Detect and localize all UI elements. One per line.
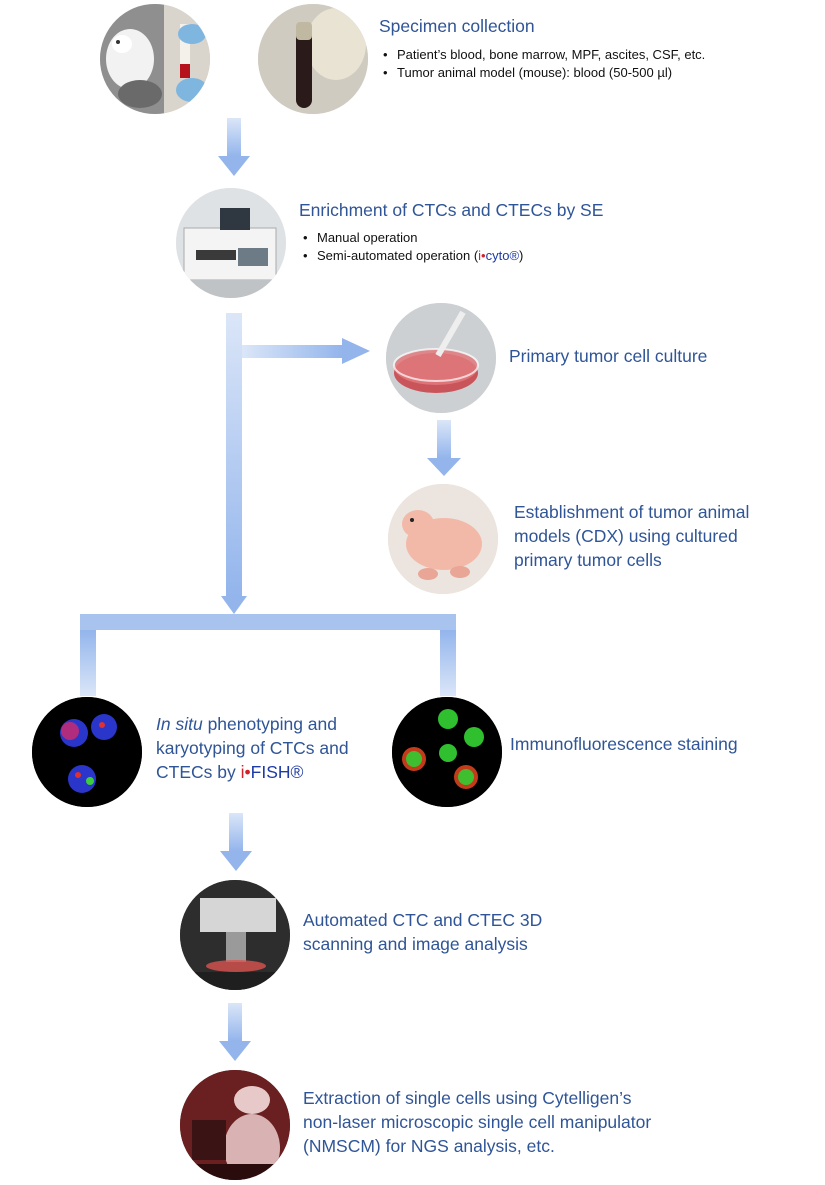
if-title: Immunofluorescence staining xyxy=(510,734,738,754)
specimen-bullets: Patient’s blood, bone marrow, MPF, ascit… xyxy=(381,46,705,82)
arrow-culture-to-cdx xyxy=(427,420,461,476)
semi-prefix: Semi-automated operation ( xyxy=(317,248,479,263)
arrow-specimen-to-enrichment xyxy=(218,118,250,176)
fish-title: In situ phenotyping and karyotyping of C… xyxy=(156,712,349,784)
scanning-title: Automated CTC and CTEC 3D scanning and i… xyxy=(303,908,542,956)
arrow-scanning-to-extraction xyxy=(219,1003,251,1061)
specimen-title: Specimen collection xyxy=(379,16,535,36)
nude-mouse-photo xyxy=(388,484,498,594)
scanning-title-line-2: scanning and image analysis xyxy=(303,934,528,954)
ifish-brand-dot: • xyxy=(244,762,251,782)
arrow-fish-to-scanning xyxy=(220,813,252,871)
ifish-brand-i: i xyxy=(240,762,245,782)
icyto-brand-rest: cyto® xyxy=(485,248,520,263)
operator-at-microscope-photo xyxy=(180,1070,290,1180)
enrichment-bullets: Manual operation Semi-automated operatio… xyxy=(301,229,523,265)
culture-title: Primary tumor cell culture xyxy=(509,346,708,366)
extraction-title-line-1: Extraction of single cells using Cytelli… xyxy=(303,1088,632,1108)
enrichment-bullet-manual: Manual operation xyxy=(301,229,523,247)
cdx-title-line-2: models (CDX) using cultured xyxy=(514,526,738,546)
arrow-enrichment-to-branch xyxy=(221,313,247,614)
enrichment-instrument-photo xyxy=(176,188,286,298)
fish-title-line-3: CTECs by i•FISH® xyxy=(156,760,349,784)
petri-dish-photo xyxy=(386,303,496,413)
specimen-bullet-1: Patient’s blood, bone marrow, MPF, ascit… xyxy=(381,46,705,64)
fish-cells-micrograph xyxy=(32,697,142,807)
icyto-brand-i: i xyxy=(478,248,482,263)
extraction-title: Extraction of single cells using Cytelli… xyxy=(303,1086,651,1158)
ifish-brand-rest: FISH® xyxy=(250,762,304,782)
cdx-title-line-1: Establishment of tumor animal xyxy=(514,502,750,522)
extraction-title-line-3: (NMSCM) for NGS analysis, etc. xyxy=(303,1136,555,1156)
scanning-title-line-1: Automated CTC and CTEC 3D xyxy=(303,910,543,930)
icyto-brand-dot: • xyxy=(481,248,486,263)
specimen-bullet-2: Tumor animal model (mouse): blood (50-50… xyxy=(381,64,705,82)
immunofluorescence-micrograph xyxy=(392,697,502,807)
enrichment-bullet-semi: Semi-automated operation (i•cyto®) xyxy=(301,247,523,265)
enrichment-title: Enrichment of CTCs and CTECs by SE xyxy=(299,200,604,220)
blood-tube-photo xyxy=(258,4,368,114)
fish-title-line-2: karyotyping of CTCs and xyxy=(156,738,349,758)
fish-title-italic: In situ xyxy=(156,714,203,734)
fish-title-line-3-prefix: CTECs by xyxy=(156,762,241,782)
fish-title-line-1: In situ phenotyping and xyxy=(156,712,349,736)
semi-suffix: ) xyxy=(519,248,524,263)
mouse-and-blood-tube-photo xyxy=(100,4,210,114)
arrow-to-culture xyxy=(242,338,370,364)
fish-title-line-1-rest: phenotyping and xyxy=(202,714,337,734)
microscope-scanner-photo xyxy=(180,880,290,990)
branch-split xyxy=(80,614,456,696)
cdx-title: Establishment of tumor animal models (CD… xyxy=(514,500,749,572)
cdx-title-line-3: primary tumor cells xyxy=(514,550,662,570)
extraction-title-line-2: non-laser microscopic single cell manipu… xyxy=(303,1112,652,1132)
